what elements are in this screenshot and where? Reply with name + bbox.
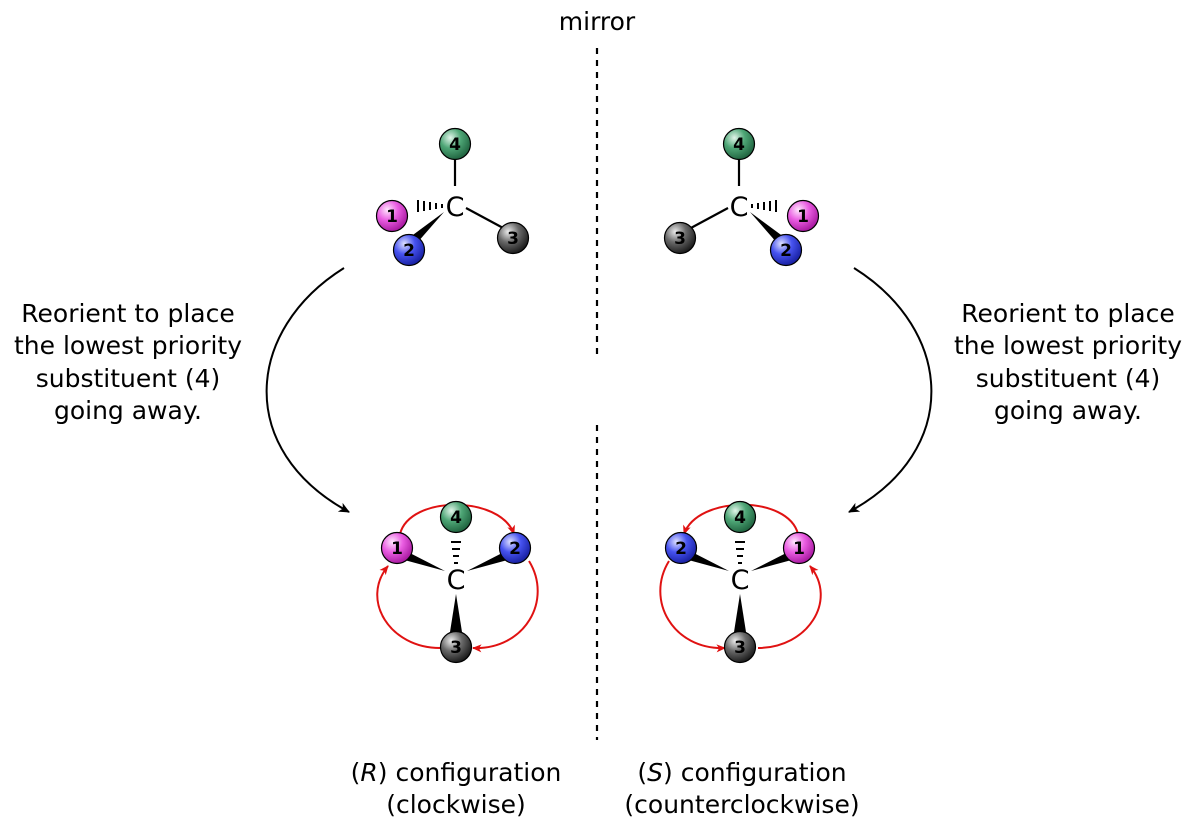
bond-hashed — [451, 541, 461, 564]
bond-hashed — [751, 200, 777, 212]
s-configuration-caption: (S) configuration (counterclockwise) — [624, 758, 859, 819]
rotation-arrow — [376, 565, 441, 649]
reorient-note-right: Reorient to place the lowest priority su… — [954, 299, 1182, 425]
molecule-s-configuration: C 4 2 1 3 — [659, 500, 822, 664]
paren-open: ( — [351, 758, 361, 787]
substituent-1: 1 — [380, 531, 414, 565]
priority-label: 3 — [450, 638, 462, 658]
paren-open: ( — [637, 758, 647, 787]
carbon-atom: C — [447, 565, 466, 596]
rotation-arrow — [472, 560, 539, 653]
substituent-2: 2 — [769, 233, 803, 267]
priority-label: 3 — [734, 638, 746, 658]
note-line: Reorient to place — [21, 299, 234, 328]
carbon-atom: C — [730, 192, 749, 223]
priority-label: 1 — [797, 207, 809, 227]
priority-label: 2 — [403, 241, 415, 261]
r-configuration-caption: (R) configuration (clockwise) — [351, 758, 562, 819]
priority-label: 2 — [509, 539, 521, 559]
bond-hashed — [417, 200, 443, 212]
bond-plain — [688, 207, 729, 230]
priority-label: 1 — [793, 539, 805, 559]
note-line: going away. — [994, 396, 1142, 425]
reorient-arrow-left — [265, 267, 350, 513]
s-configuration-label: (S) configuration — [637, 758, 846, 787]
substituent-3: 3 — [723, 630, 757, 664]
carbon-atom: C — [731, 565, 750, 596]
reorient-arrow-right — [848, 267, 933, 513]
substituent-4: 4 — [722, 127, 756, 161]
molecule-r-configuration: C 4 1 2 3 — [376, 500, 539, 664]
priority-label: 1 — [391, 539, 403, 559]
r-letter: R — [360, 758, 377, 787]
priority-label: 1 — [386, 207, 398, 227]
substituent-2: 2 — [664, 531, 698, 565]
priority-label: 4 — [450, 508, 462, 528]
substituent-4: 4 — [438, 127, 472, 161]
s-direction-label: (counterclockwise) — [624, 790, 859, 819]
note-line: substituent (4) — [36, 364, 221, 393]
substituent-4: 4 — [723, 500, 757, 534]
configuration-word: ) configuration — [378, 758, 562, 787]
substituent-1: 1 — [786, 199, 820, 233]
substituent-3: 3 — [439, 630, 473, 664]
bond-wedge — [734, 594, 746, 632]
rotation-arrow — [659, 560, 726, 653]
substituent-3: 3 — [496, 221, 530, 255]
mirror-label: mirror — [559, 7, 636, 36]
bond-wedge — [450, 594, 462, 632]
note-line: substituent (4) — [976, 364, 1161, 393]
priority-label: 2 — [675, 539, 687, 559]
priority-label: 3 — [507, 229, 519, 249]
carbon-atom: C — [446, 192, 465, 223]
substituent-4: 4 — [439, 500, 473, 534]
configuration-word: ) configuration — [663, 758, 847, 787]
substituent-2: 2 — [498, 531, 532, 565]
s-letter: S — [647, 758, 663, 787]
substituent-1: 1 — [782, 531, 816, 565]
note-line: the lowest priority — [954, 331, 1182, 360]
note-line: the lowest priority — [14, 331, 242, 360]
rotation-arrow — [757, 565, 822, 649]
priority-label: 4 — [734, 508, 746, 528]
r-direction-label: (clockwise) — [386, 790, 526, 819]
r-configuration-label: (R) configuration — [351, 758, 562, 787]
bond-plain — [465, 207, 506, 230]
priority-label: 4 — [733, 135, 745, 155]
note-line: Reorient to place — [961, 299, 1174, 328]
priority-label: 3 — [674, 229, 686, 249]
priority-label: 2 — [780, 241, 792, 261]
substituent-2: 2 — [392, 233, 426, 267]
note-line: going away. — [54, 396, 202, 425]
priority-label: 4 — [449, 135, 461, 155]
molecule-top-left: C 4 1 2 3 — [375, 127, 530, 267]
substituent-3: 3 — [663, 221, 697, 255]
molecule-top-right: C 4 1 2 3 — [663, 127, 820, 267]
reorient-note-left: Reorient to place the lowest priority su… — [14, 299, 242, 425]
substituent-1: 1 — [375, 199, 409, 233]
bond-hashed — [735, 541, 745, 564]
